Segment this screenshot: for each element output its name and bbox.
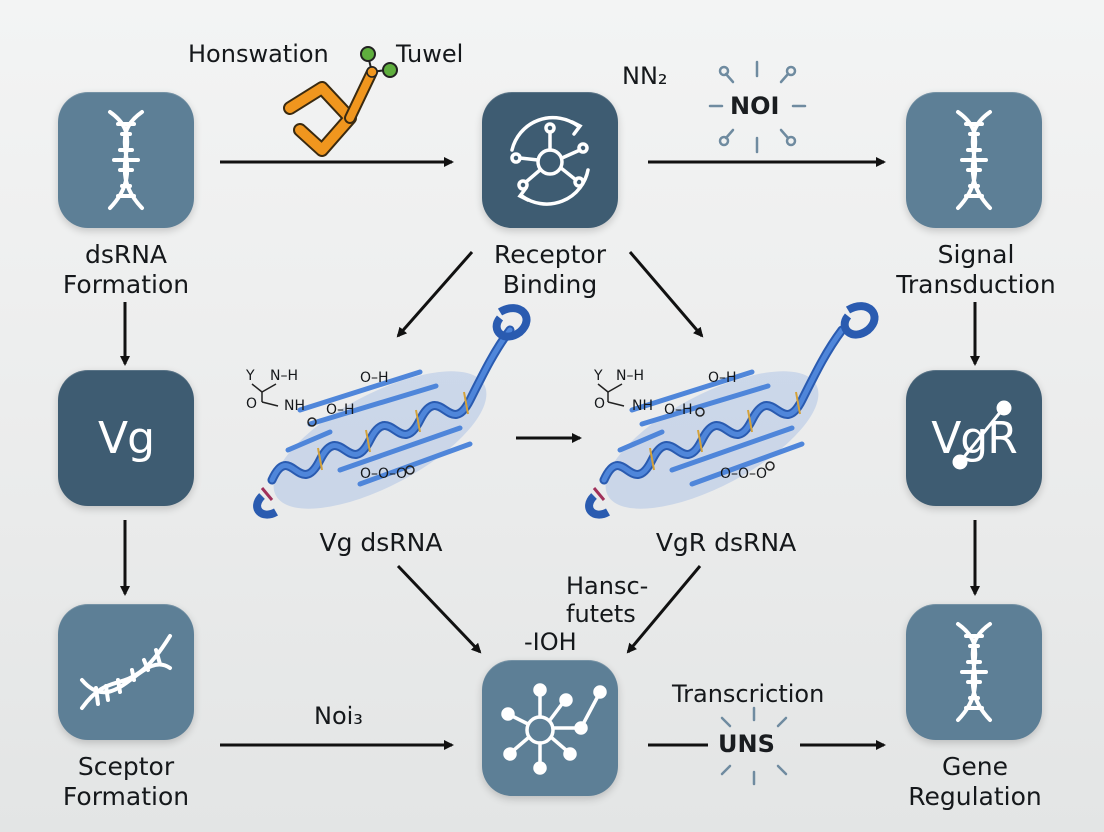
chem-y-left: Y [246,368,255,384]
chem-nh-right: N–H [616,368,644,384]
noi3-label: Noi̇₃ [314,702,363,730]
arrow-vgr-dsrna-to-hub [626,565,702,654]
sceptor-formation-line2: Formation [62,782,190,811]
receptor-binding-line1: Receptor [494,240,606,269]
honswation-label: Honswation [188,40,329,68]
dna-helix-icon [956,622,992,722]
dsrna-formation-card [58,92,194,228]
transcription-label: Transcriction [672,680,825,708]
hoi-label: -IOH [524,628,577,656]
gene-regulation-line2: Regulation [908,782,1042,811]
vgr-card: VgR [906,370,1042,506]
hansc-line2: futets [566,600,636,628]
hansc-line1: Hansc- [566,572,649,600]
chem-o-left: O [246,396,258,412]
vgr-dsrna-label: VgR dsRNA [655,528,797,557]
gene-regulation-line1: Gene [942,752,1008,781]
chem-o-right: O [594,396,606,412]
nn2-label: NN₂ [622,62,668,90]
vg-card-text: Vg [97,412,155,464]
receptor-binding-card [482,92,618,228]
dsrna-formation-label: dsRNA Formation [40,240,212,300]
arrow-vg-dsrna-to-hub [396,564,482,654]
chem-nh2-left: NH [284,398,305,414]
chem-oh-right-2: O–H [664,402,693,418]
signal-transduction-label: Signal Transduction [878,240,1074,300]
sceptor-formation-label: Sceptor Formation [40,752,212,812]
dna-helix-icon [108,110,144,210]
dna-helix-icon [956,110,992,210]
receptor-network-icon [510,115,590,206]
network-hub-icon [501,683,607,775]
arrow-receptor-to-vgr-dsrna [628,251,704,338]
chem-y-right: Y [594,368,603,384]
chem-oh-left-2: O–H [326,402,355,418]
gene-regulation-label: Gene Regulation [890,752,1060,812]
chem-ono-left: O–O–O [360,466,408,482]
vg-card: Vg [58,370,194,506]
hub-network-card [482,660,618,796]
signal-transduction-card [906,92,1042,228]
vg-dsrna-label: Vg dsRNA [319,528,443,557]
tuwel-label: Tuwel [396,40,464,68]
chem-ono-right: O–O–O [720,466,768,482]
arrow-receptor-to-vg-dsrna [396,251,474,338]
dna-helix-diagonal-icon [80,634,172,710]
chem-nh-left: N–H [270,368,298,384]
chem-oh-right-1: O–H [708,370,737,386]
gene-regulation-card [906,604,1042,740]
chem-nh2-right: NH [632,398,653,414]
sceptor-formation-card [58,604,194,740]
receptor-binding-line2: Binding [502,270,598,299]
signal-transduction-line1: Signal [937,240,1015,269]
hansc-label: Hansc- futets [566,572,648,628]
link-node-icon [952,400,1012,470]
noi-badge: NOI [730,92,780,120]
dsrna-formation-line1: dsRNA [84,240,168,269]
dsrna-formation-line2: Formation [62,270,190,299]
sceptor-formation-line1: Sceptor [77,752,175,781]
signal-transduction-line2: Transduction [896,270,1056,299]
vgr-card-text: VgR [931,412,1018,464]
chem-oh-left-1: O–H [360,370,389,386]
uns-badge: UNS [718,730,775,758]
receptor-binding-label: Receptor Binding [460,240,640,300]
